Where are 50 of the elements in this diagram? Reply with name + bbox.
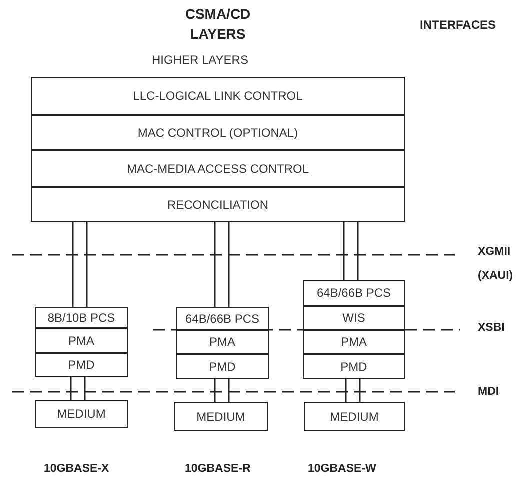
layer-box	[35, 328, 128, 353]
layer-name: WIS	[342, 311, 366, 325]
layer-box	[35, 353, 128, 377]
layer-box	[303, 330, 405, 354]
layer-name: 64B/66B PCS	[185, 312, 260, 326]
interface-name: MDI	[478, 386, 500, 398]
layer-name: RECONCILIATION	[167, 198, 269, 212]
layer-name: PMD	[209, 360, 236, 374]
layer-name: MEDIUM	[330, 410, 379, 424]
column-heading: INTERFACES	[420, 18, 496, 32]
interface-name: XSBI	[478, 322, 505, 334]
layer-box	[303, 280, 405, 306]
layer-name: PMA	[68, 334, 94, 348]
layer-name: LLC-LOGICAL LINK CONTROL	[133, 89, 303, 103]
layer-name: PMA	[209, 335, 236, 349]
layer-box	[31, 150, 405, 187]
layer-name: PMD	[68, 358, 95, 372]
layer-box	[176, 330, 269, 354]
layer-name: MEDIUM	[196, 410, 246, 424]
bus-connector	[72, 221, 88, 308]
layer-box	[304, 402, 405, 431]
layer-name: MAC CONTROL (OPTIONAL)	[138, 126, 298, 140]
layer-name: MEDIUM	[57, 407, 106, 421]
layer-name: MAC-MEDIA ACCESS CONTROL	[126, 162, 310, 176]
layer-name: 64B/66B PCS	[316, 286, 392, 300]
layer-name: HIGHER LAYERS	[152, 53, 248, 67]
variant-name: 10GBASE-W	[308, 463, 376, 475]
layer-box	[35, 307, 128, 328]
bus-connector	[70, 376, 86, 401]
layer-box	[176, 307, 269, 330]
layer-name: 8B/10B PCS	[48, 310, 116, 324]
layer-box	[174, 402, 268, 431]
bus-connector	[214, 221, 230, 308]
layer-box	[31, 115, 405, 150]
bus-connector	[345, 378, 361, 403]
layer-name: PMD	[340, 360, 368, 374]
layer-box	[35, 400, 128, 428]
layer-name: PMA	[340, 335, 367, 349]
layer-box	[31, 187, 405, 222]
variant-name: 10GBASE-X	[44, 463, 110, 475]
layer-box	[303, 306, 405, 330]
interface-name: XGMII	[478, 246, 511, 258]
layer-box	[303, 354, 405, 379]
layer-box	[176, 354, 269, 379]
interface-name: (XAUI)	[478, 270, 514, 282]
variant-name: 10GBASE-R	[185, 463, 251, 475]
bus-connector	[214, 378, 230, 403]
bus-connector	[343, 221, 359, 281]
stack-heading: CSMA/CD LAYERS	[184, 5, 252, 44]
layer-box	[31, 77, 405, 115]
